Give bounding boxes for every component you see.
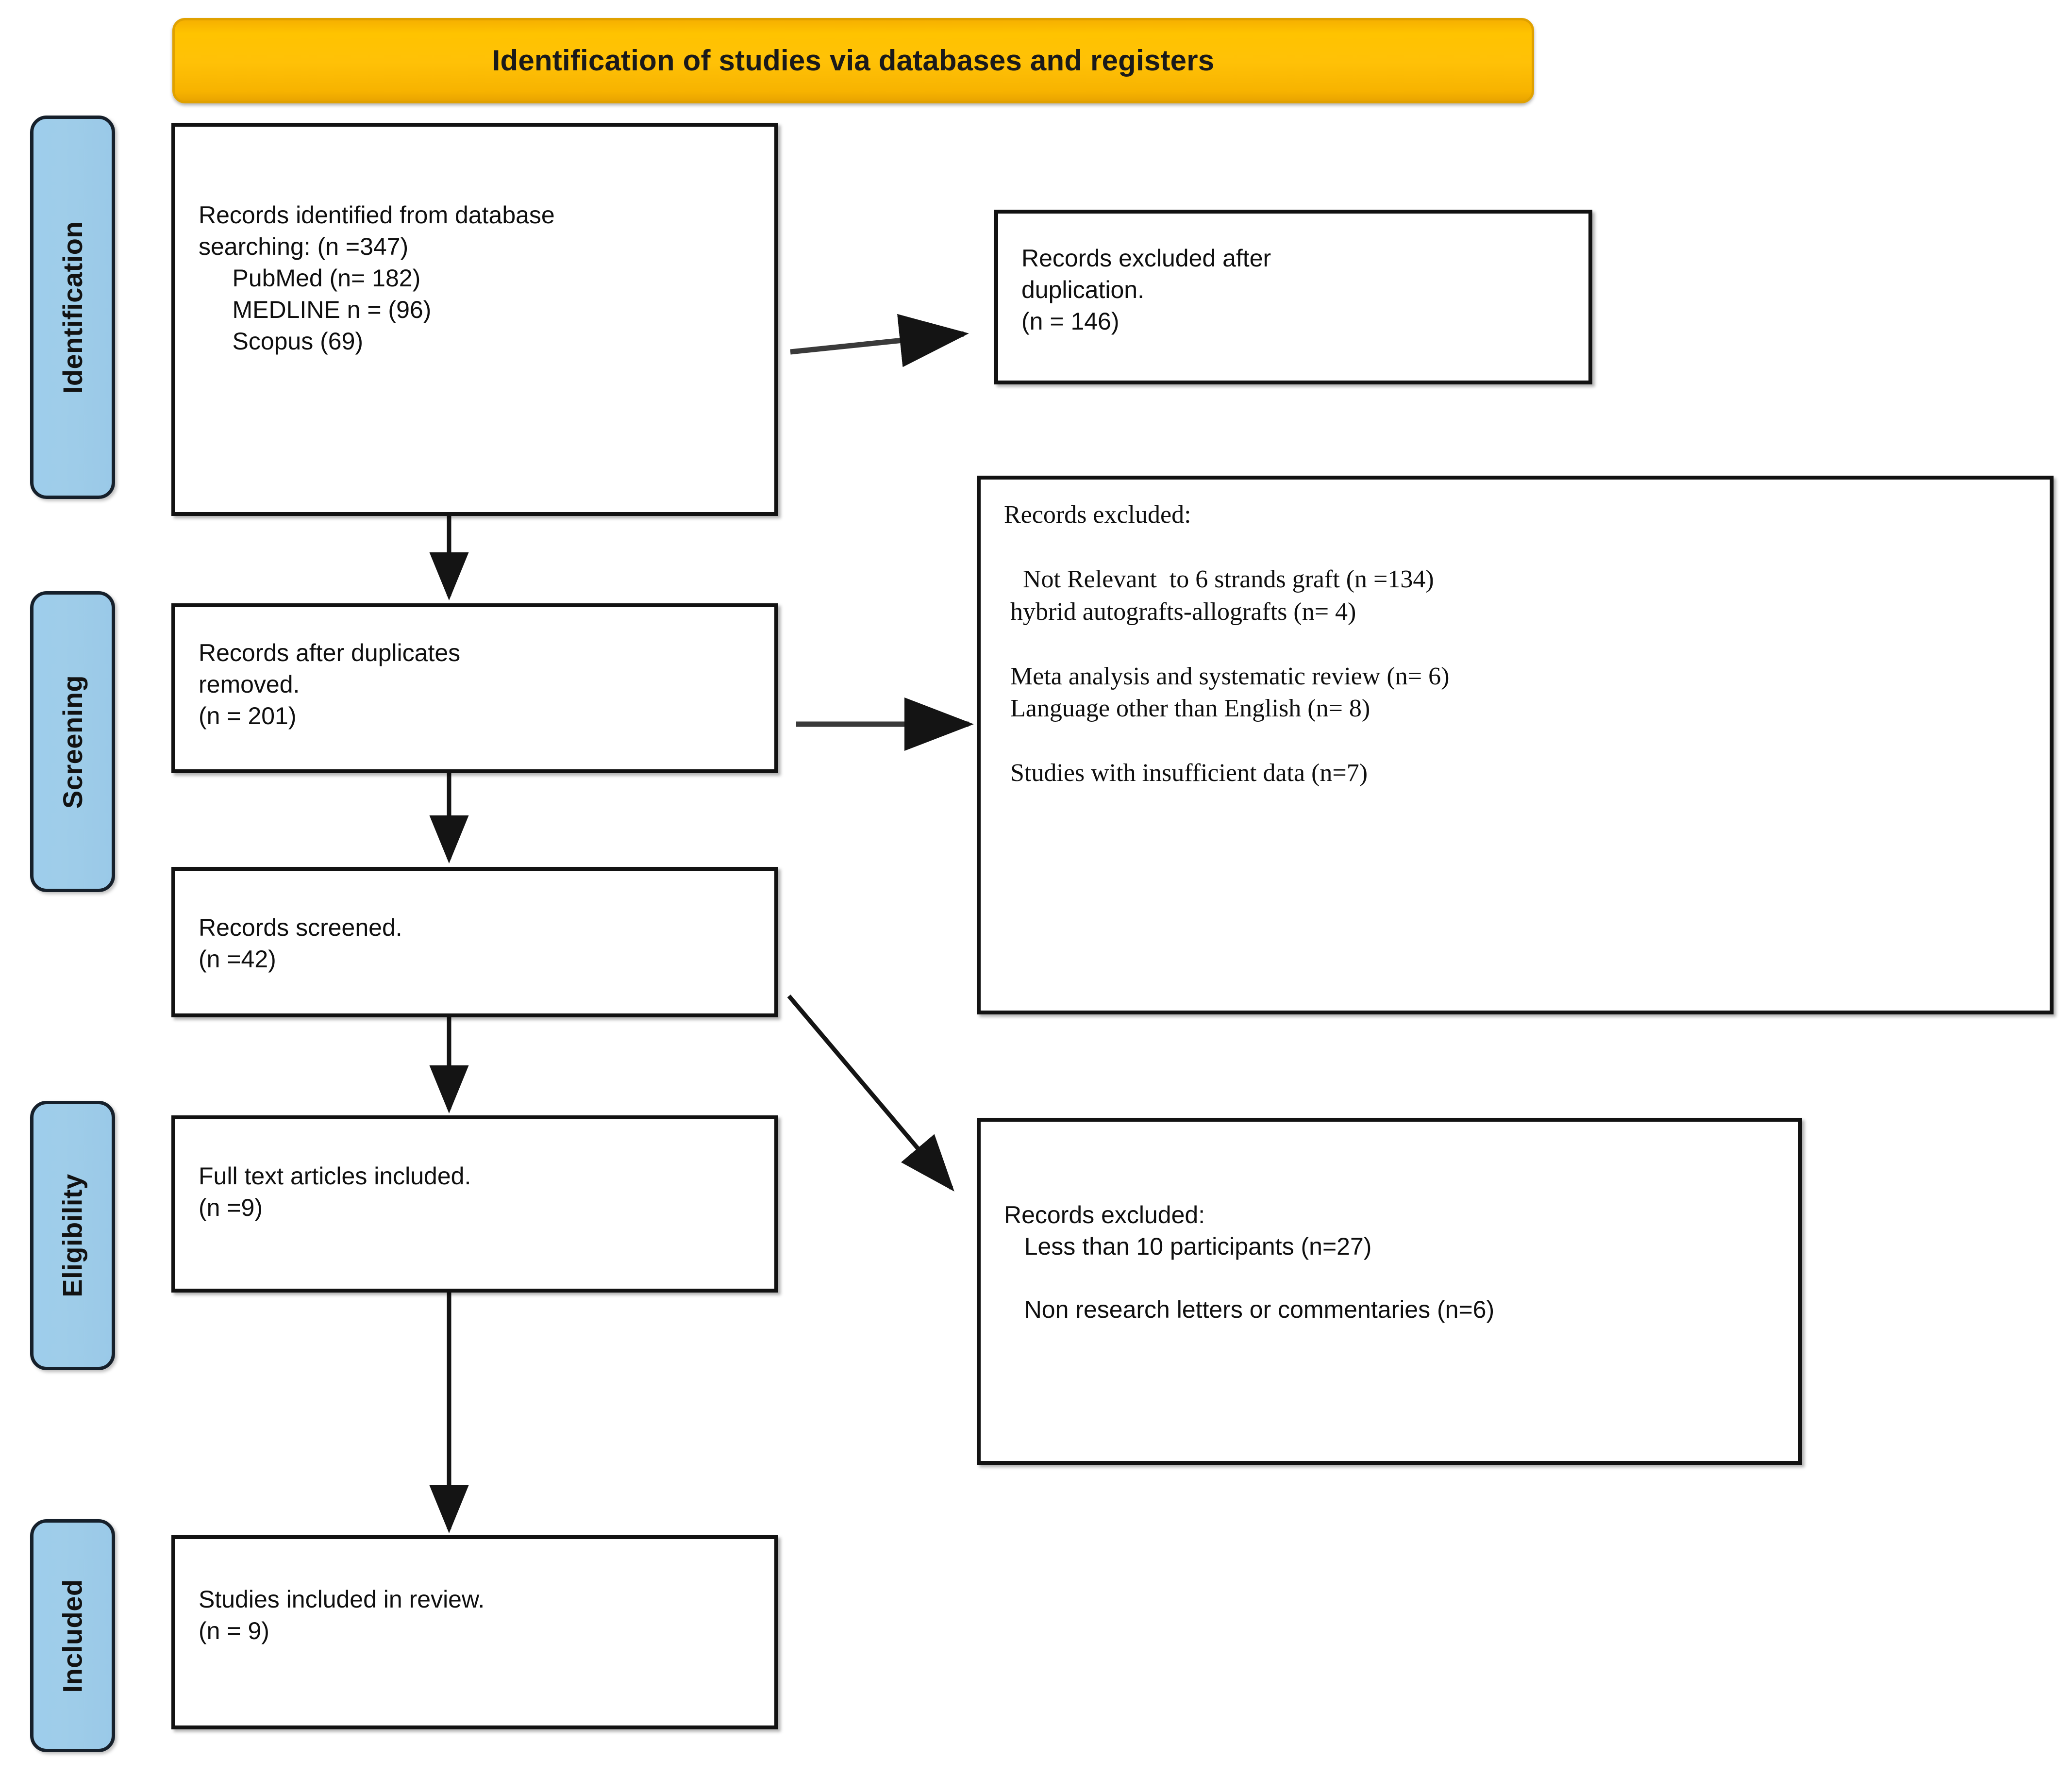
stage-label-identification: Identification	[30, 116, 115, 499]
box-excluded-after-duplication: Records excluded after duplication. (n =…	[994, 210, 1592, 384]
box-records-excluded-eligibility-text: Records excluded: Less than 10 participa…	[1004, 1201, 1495, 1323]
box-full-text-articles: Full text articles included. (n =9)	[171, 1115, 778, 1293]
box-records-screened: Records screened. (n =42)	[171, 867, 778, 1017]
box-records-excluded-screening-text: Records excluded: Not Relevant to 6 stra…	[1004, 501, 1450, 787]
box-full-text-articles-text: Full text articles included. (n =9)	[199, 1162, 471, 1221]
arrow-screened-to-records-excluded-eligibility	[787, 995, 954, 1192]
box-excluded-after-duplication-text: Records excluded after duplication. (n =…	[1021, 245, 1271, 335]
stage-label-identification-text: Identification	[57, 221, 88, 394]
stage-label-screening-text: Screening	[57, 675, 88, 809]
banner-title: Identification of studies via databases …	[492, 44, 1215, 77]
stage-label-eligibility: Eligibility	[30, 1101, 115, 1370]
stage-label-eligibility-text: Eligibility	[57, 1174, 88, 1297]
stage-label-screening: Screening	[30, 591, 115, 892]
stage-label-included: Included	[30, 1519, 115, 1752]
box-records-after-duplicates: Records after duplicates removed. (n = 2…	[171, 603, 778, 773]
box-records-after-duplicates-text: Records after duplicates removed. (n = 2…	[199, 639, 461, 730]
box-studies-included-text: Studies included in review. (n = 9)	[199, 1586, 485, 1644]
box-records-excluded-screening: Records excluded: Not Relevant to 6 stra…	[977, 476, 2054, 1014]
box-records-identified: Records identified from database searchi…	[171, 123, 778, 516]
box-records-identified-text: Records identified from database searchi…	[199, 201, 555, 355]
stage-label-included-text: Included	[57, 1578, 88, 1693]
arrow-identified-to-excluded-duplicates	[790, 314, 969, 367]
box-records-excluded-eligibility: Records excluded: Less than 10 participa…	[977, 1118, 1802, 1465]
box-studies-included: Studies included in review. (n = 9)	[171, 1535, 778, 1729]
diagram-banner: Identification of studies via databases …	[172, 18, 1534, 103]
box-records-screened-text: Records screened. (n =42)	[199, 914, 402, 973]
